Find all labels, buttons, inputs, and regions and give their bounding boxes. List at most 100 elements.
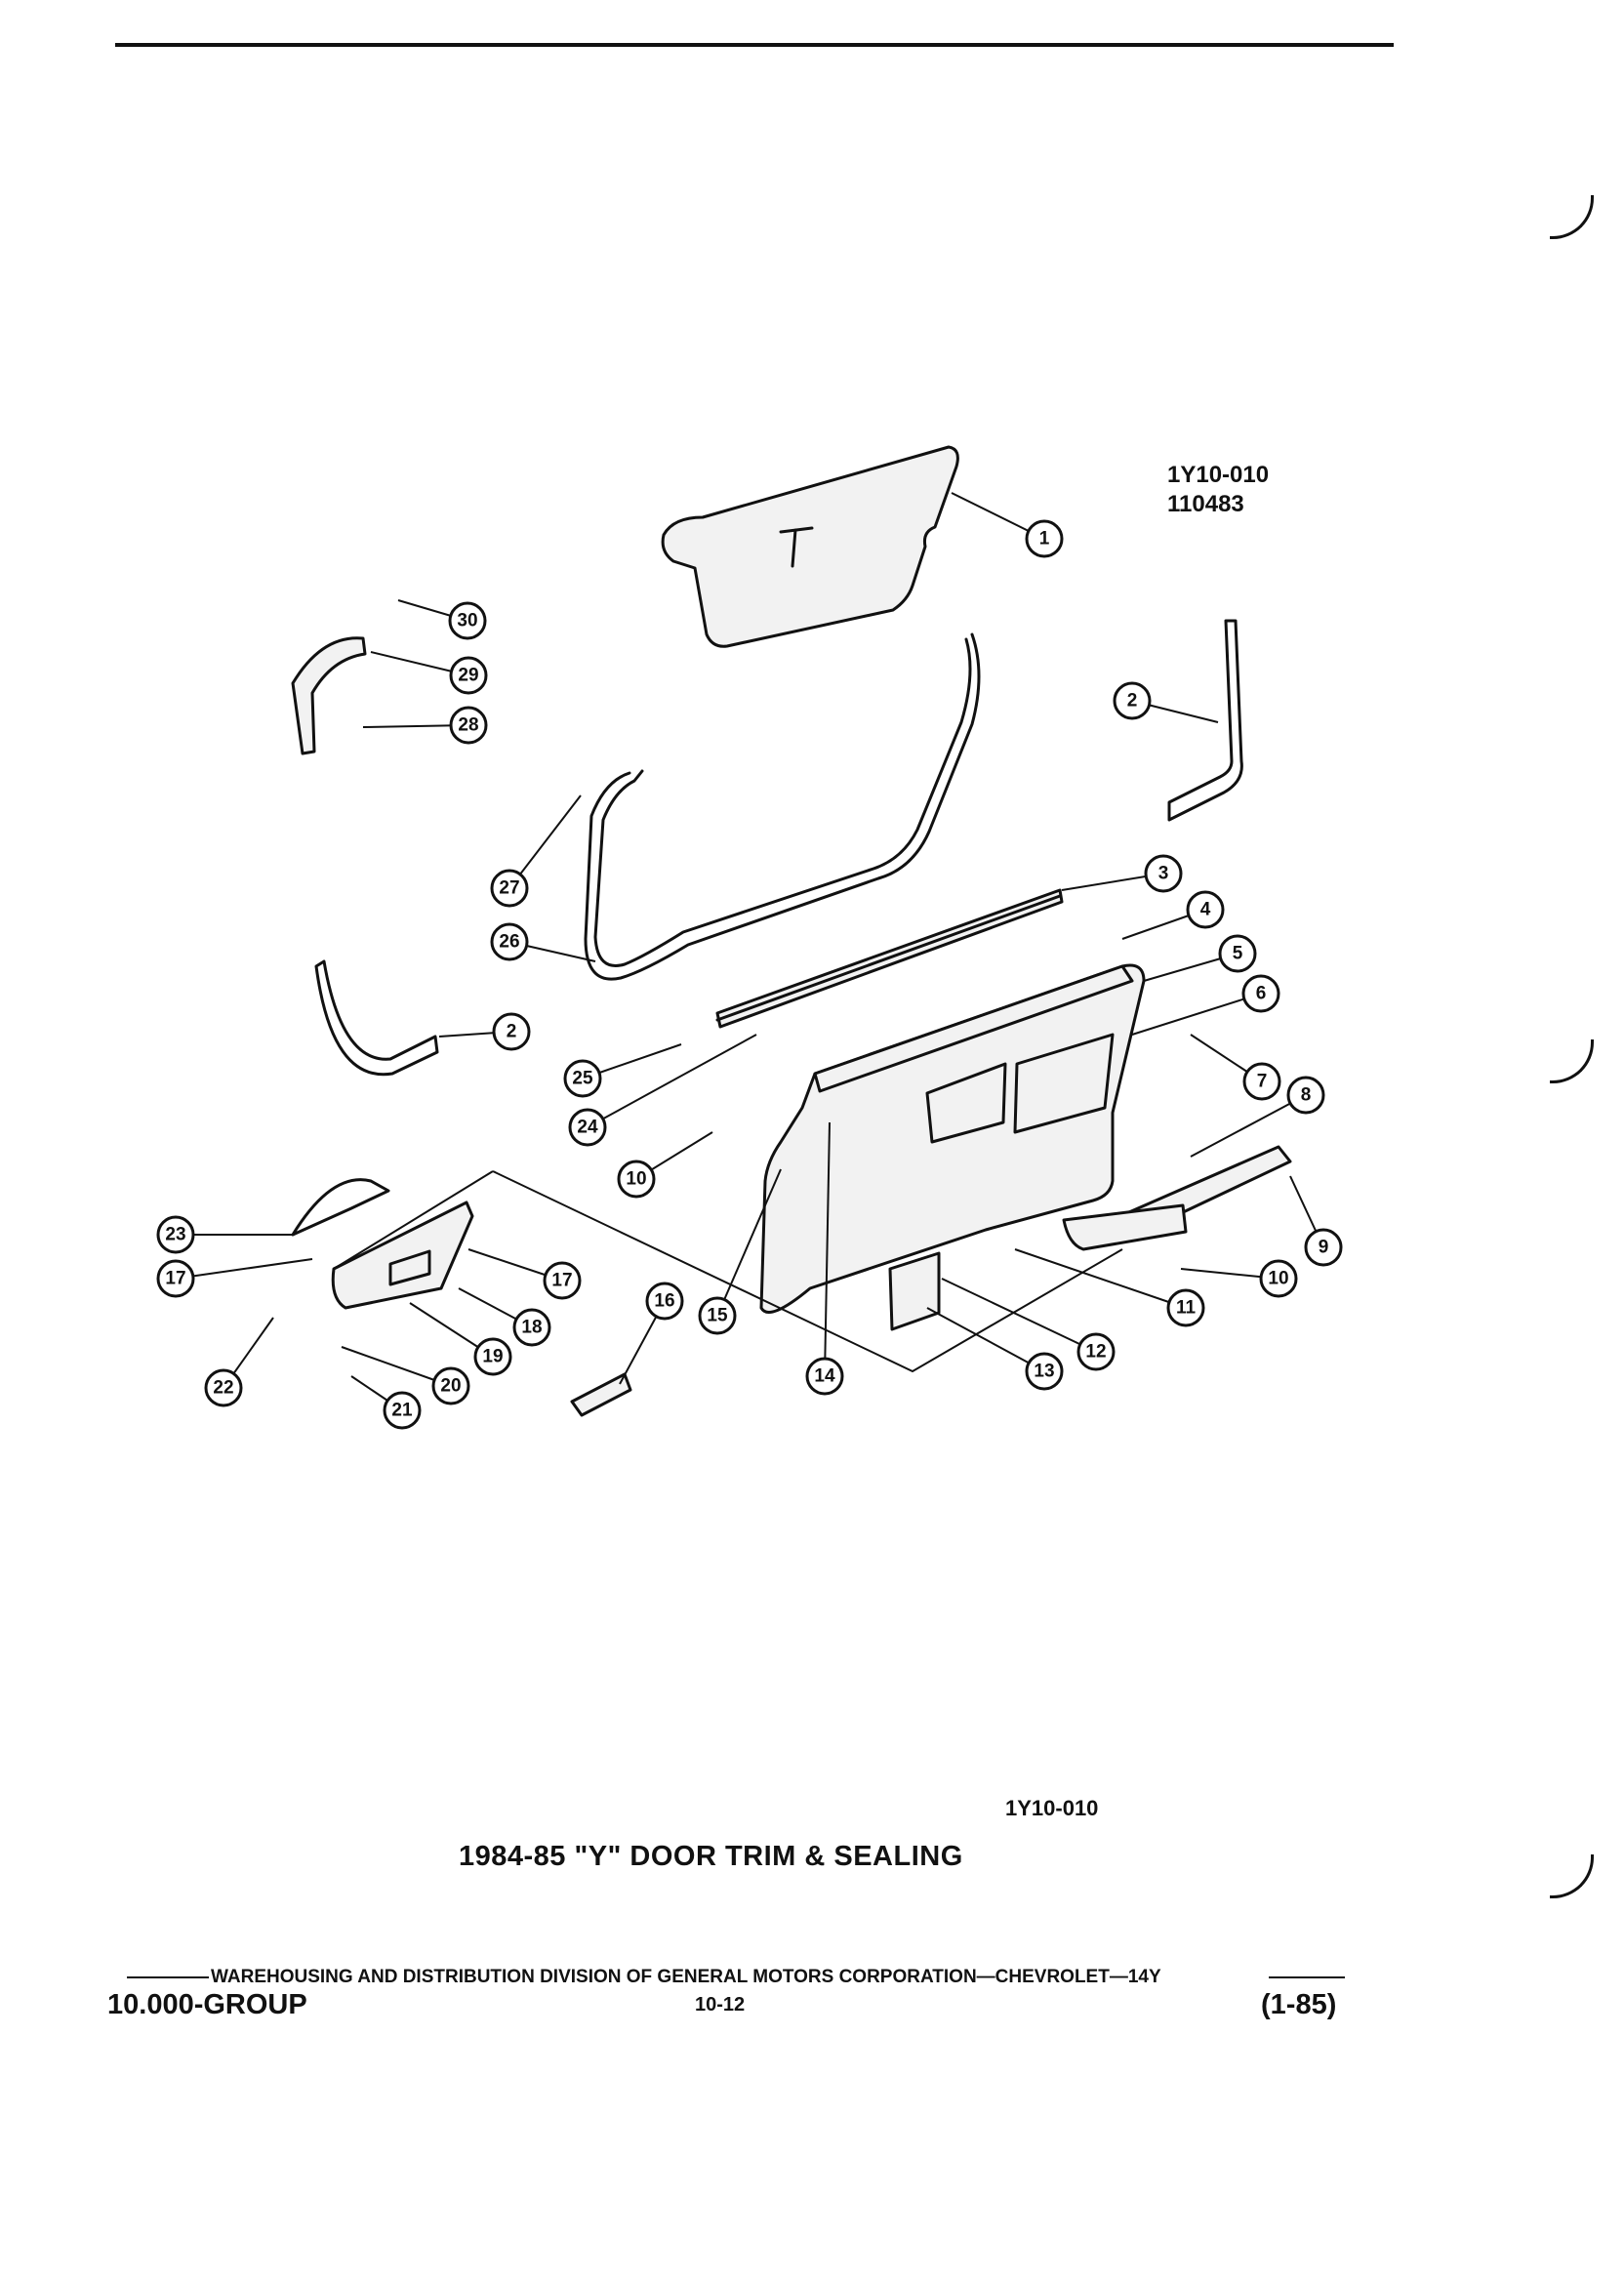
callout-label: 3 [1158, 864, 1169, 884]
callout-label: 17 [165, 1269, 185, 1289]
callout-label: 1 [1039, 529, 1050, 550]
callout-circle [645, 1282, 684, 1321]
callout-circle [568, 1108, 607, 1147]
callout-circle [1113, 681, 1152, 720]
callout-circle [449, 656, 488, 695]
footer-group: 10.000-GROUP [107, 1989, 307, 2020]
callout-label: 11 [1176, 1298, 1197, 1319]
callout-label: 27 [499, 878, 519, 899]
callout-label: 15 [707, 1306, 728, 1326]
callout-leader [941, 1278, 1097, 1353]
callout-circle [1186, 890, 1225, 929]
callout-25: 25 [563, 1043, 682, 1098]
callout-circle [490, 922, 529, 961]
callout-circle [156, 1259, 195, 1298]
callout-1: 1 [951, 492, 1064, 558]
callout-30: 30 [397, 599, 487, 640]
callout-circle [1144, 854, 1183, 893]
callout-circle [1025, 1352, 1064, 1391]
callout-circle [1076, 1332, 1116, 1371]
callout-12: 12 [941, 1278, 1116, 1371]
callout-leader [1131, 993, 1262, 1036]
callout-label: 17 [551, 1271, 572, 1291]
callout-circle [492, 1012, 531, 1051]
part-clip [570, 1372, 632, 1417]
callout-label: 20 [440, 1376, 461, 1397]
callout-8: 8 [1190, 1076, 1325, 1158]
figure-date-code: 110483 [1167, 491, 1244, 517]
part-switch-bezel [291, 1178, 474, 1310]
footer-dash [127, 1975, 209, 1978]
callout-4: 4 [1121, 890, 1225, 940]
callout-10: 10 [617, 1131, 713, 1199]
callout-label: 10 [626, 1169, 646, 1190]
callout-circle [1286, 1076, 1325, 1115]
callout-28: 28 [362, 706, 488, 745]
callout-label: 21 [391, 1401, 413, 1421]
callout-label: 16 [654, 1291, 674, 1312]
part-bracket [291, 636, 367, 755]
callout-17: 17 [156, 1258, 313, 1298]
callout-label: 30 [457, 611, 477, 631]
callout-27: 27 [490, 794, 582, 908]
callout-24: 24 [568, 1034, 757, 1147]
callout-leader [1014, 1248, 1187, 1309]
callout-26: 26 [490, 922, 596, 962]
callout-circle [1259, 1259, 1298, 1298]
callout-label: 22 [213, 1378, 233, 1399]
callout-label: 24 [577, 1118, 598, 1138]
callout-label: 5 [1233, 944, 1243, 964]
callout-circle [617, 1160, 656, 1199]
callout-label: 10 [1268, 1269, 1288, 1289]
callout-leader [926, 1307, 1045, 1372]
footer-revision: (1-85) [1261, 1989, 1337, 2020]
callout-circle [448, 601, 487, 640]
part-door-trim-panel [759, 963, 1146, 1331]
callout-leader [716, 1168, 782, 1317]
figure-id-bottom: 1Y10-010 [1005, 1796, 1099, 1820]
figure-code-block: 1Y10-010 110483 [1167, 461, 1269, 519]
callout-label: 18 [521, 1318, 542, 1338]
callout-circle [1025, 519, 1064, 558]
figure-code: 1Y10-010 [1167, 462, 1270, 488]
callout-circle [156, 1215, 195, 1254]
footer-credit-row: WAREHOUSING AND DISTRIBUTION DIVISION OF… [127, 1967, 1161, 1988]
callout-label: 23 [165, 1225, 185, 1245]
callout-label: 13 [1034, 1362, 1054, 1382]
callout-3: 3 [1061, 854, 1183, 893]
part-weatherstrip [584, 632, 981, 981]
callout-21: 21 [350, 1375, 422, 1430]
callout-label: 12 [1085, 1342, 1106, 1363]
callout-label: 29 [458, 666, 478, 686]
callout-22: 22 [204, 1317, 274, 1407]
callout-circle [449, 706, 488, 745]
callout-label: 4 [1200, 900, 1211, 920]
part-upper-trim-panel [661, 445, 959, 648]
callout-label: 28 [458, 715, 478, 736]
callout-leader [824, 1121, 831, 1377]
callout-circle [805, 1357, 844, 1396]
callout-20: 20 [341, 1346, 470, 1405]
footer-page-number: 10-12 [695, 1994, 746, 2015]
callout-14: 14 [805, 1121, 844, 1396]
callout-16: 16 [619, 1282, 684, 1385]
callout-10: 10 [1180, 1259, 1298, 1298]
callout-circle [1304, 1228, 1343, 1267]
callout-circle [563, 1059, 602, 1098]
figure-title: 1984-85 "Y" DOOR TRIM & SEALING [459, 1841, 963, 1872]
callout-label: 14 [814, 1366, 835, 1387]
callout-circle [1241, 974, 1280, 1013]
callout-9: 9 [1289, 1175, 1343, 1267]
callout-2: 2 [1113, 681, 1219, 723]
callout-5: 5 [1143, 934, 1257, 982]
callout-circle [512, 1308, 551, 1347]
callout-6: 6 [1131, 974, 1280, 1036]
callout-18: 18 [458, 1287, 551, 1347]
callout-7: 7 [1190, 1034, 1281, 1101]
callout-label: 25 [572, 1069, 593, 1089]
callout-13: 13 [926, 1307, 1064, 1391]
part-belt-molding [715, 888, 1064, 1029]
callout-circle [473, 1337, 512, 1376]
